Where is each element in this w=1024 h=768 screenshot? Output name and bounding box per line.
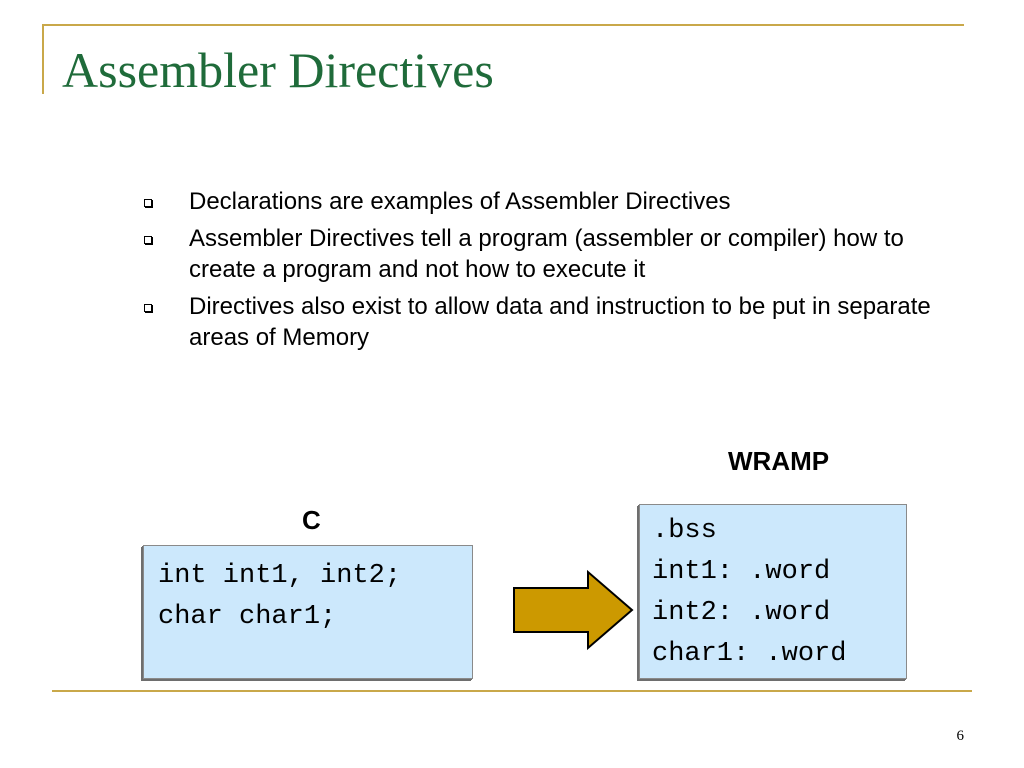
square-bullet-icon [144,304,152,312]
wramp-code-line: char1: .word [652,639,847,669]
wramp-code-line: int1: .word [652,557,831,587]
bullet-text: Directives also exist to allow data and … [189,293,931,351]
title-corner-horizontal-rule [42,24,964,26]
bullet-item: Declarations are examples of Assembler D… [140,186,970,217]
title-corner-vertical-rule [42,24,44,94]
slide-title: Assembler Directives [62,42,494,98]
wramp-code-line: int2: .word [652,598,831,628]
square-bullet-icon [144,199,152,207]
c-code-box: int int1, int2; char char1; [143,545,473,679]
wramp-label: WRAMP [728,446,830,476]
bullet-text: Assembler Directives tell a program (ass… [189,225,904,283]
wramp-code-box: .bss int1: .word int2: .word char1: .wor… [639,504,907,679]
square-bullet-icon [144,236,152,244]
bullet-list: Declarations are examples of Assembler D… [140,186,970,359]
c-label: C [302,505,321,535]
wramp-code-line: .bss [652,516,717,546]
right-arrow-icon [513,569,634,651]
bullet-text: Declarations are examples of Assembler D… [189,188,731,215]
arrow-shape [513,569,634,651]
c-code-line: int int1, int2; [158,561,402,591]
footer-rule [52,690,972,692]
bullet-item: Assembler Directives tell a program (ass… [140,223,970,285]
page-number: 6 [956,728,965,744]
c-code-line: char char1; [158,602,337,632]
bullet-item: Directives also exist to allow data and … [140,291,970,353]
